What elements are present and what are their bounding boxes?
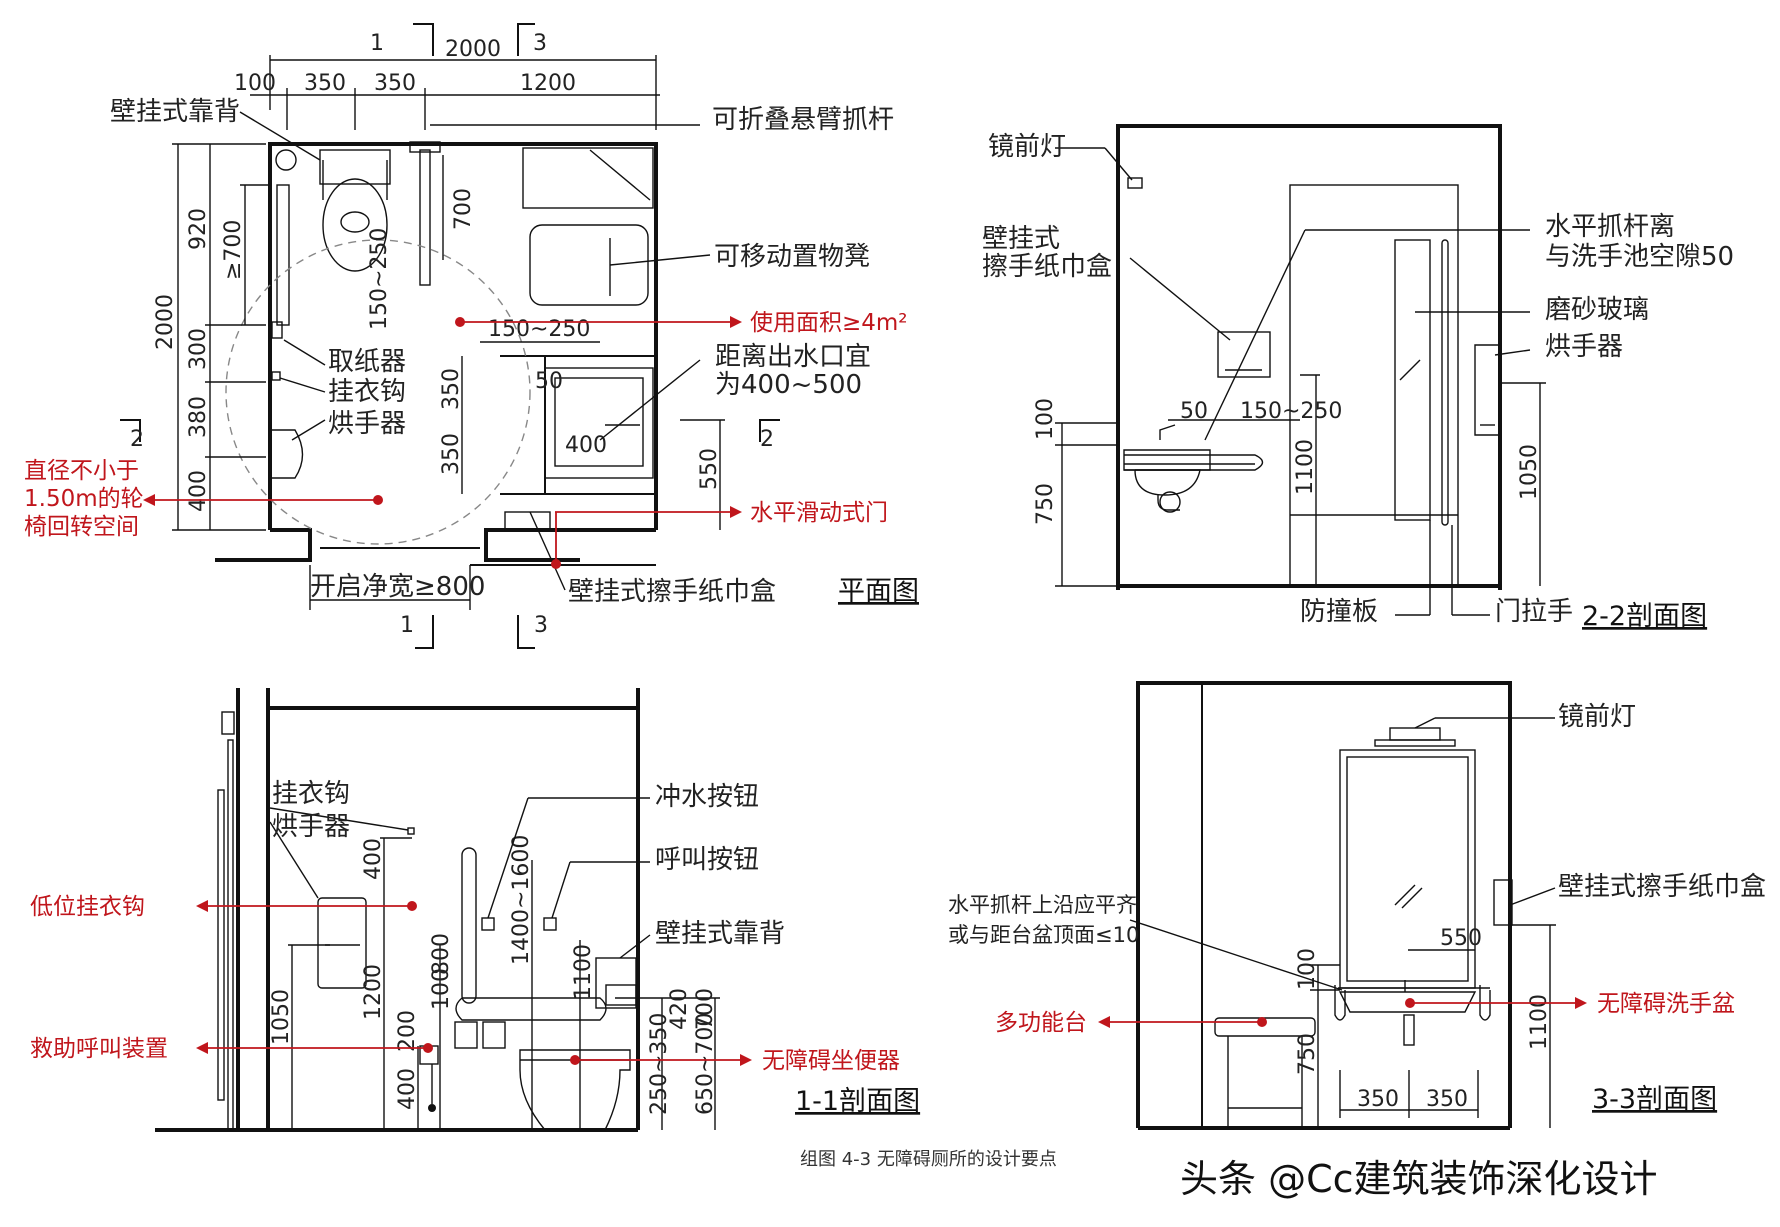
section-2-2: 100 750 1100 1050 50 150~250 镜前灯 壁挂式 擦手纸… [982, 124, 1734, 632]
plan-title: 平面图 [838, 576, 919, 607]
section-3-3: 550 100 750 1100 350 350 镜前灯 壁挂式擦手纸巾盒 水平… [948, 681, 1766, 1130]
plan-section-mark-3-bottom: 3 [534, 613, 548, 638]
s11-dim-650-700: 650~700 [693, 1013, 718, 1115]
s22-dim-100: 100 [1033, 398, 1058, 440]
s22-dim-1100: 1100 [1293, 439, 1318, 495]
s33-title: 3-3剖面图 [1592, 1084, 1717, 1115]
section-1-1: 1050 400 1200 200 400 100 800 1400~1600 … [30, 688, 920, 1132]
plan-toilet [319, 149, 391, 272]
s11-label-call-button: 呼叫按钮 [655, 845, 759, 875]
plan-red-turn-2: 1.50m的轮 [24, 486, 144, 512]
plan-label-door-width: 开启净宽≥800 [310, 572, 485, 602]
s33-label-bar-top-2: 或与距台盆顶面≤10 [948, 923, 1139, 947]
s22-dim-150-250: 150~250 [1240, 399, 1342, 424]
plan-dim-h150-250: 150~250 [488, 317, 590, 342]
plan-label-outlet-1: 距离出水口宜 [715, 342, 871, 372]
s11-dim-400b: 400 [395, 1068, 420, 1110]
plan-red-turn-3: 椅回转空间 [24, 514, 139, 540]
plan-dim-1200: 1200 [520, 71, 576, 96]
s22-label-towel-box-2: 擦手纸巾盒 [982, 252, 1112, 282]
plan-label-paper: 取纸器 [328, 347, 406, 377]
plan-dim-v350a: 350 [439, 368, 464, 410]
plan-dim-overall: 2000 [445, 37, 501, 62]
plan-dim-350a: 350 [304, 71, 346, 96]
s11-dim-700: 700 [693, 988, 718, 1030]
plan-dim-v920: 920 [186, 208, 211, 250]
s22-label-bar-gap-2: 与洗手池空隙50 [1545, 242, 1734, 272]
s11-title: 1-1剖面图 [795, 1086, 920, 1117]
plan-dim-v150-250: 150~250 [367, 228, 392, 330]
plan-red-area: 使用面积≥4m² [750, 310, 908, 336]
s11-dim-400a: 400 [361, 838, 386, 880]
s11-dim-1100: 1100 [571, 944, 596, 1000]
plan-label-backrest: 壁挂式靠背 [110, 97, 240, 127]
s22-dim-750: 750 [1033, 483, 1058, 525]
plan-label-stool: 可移动置物凳 [714, 242, 870, 272]
plan-dim-v700: 700 [451, 188, 476, 230]
s22-label-frosted-glass: 磨砂玻璃 [1545, 295, 1649, 325]
plan-section-mark-1-top: 1 [370, 31, 384, 56]
plan-dim-ge700: ≥700 [221, 220, 246, 280]
plan-red-turn-1: 直径不小于 [24, 458, 139, 484]
s11-red-low-hook: 低位挂衣钩 [30, 894, 145, 920]
s33-red-basin: 无障碍洗手盆 [1597, 991, 1735, 1017]
plan-dim-v550: 550 [697, 448, 722, 490]
s11-dim-1400-1600: 1400~1600 [509, 835, 534, 965]
figure-caption: 组图 4-3 无障碍厕所的设计要点 [800, 1149, 1057, 1170]
s11-red-toilet: 无障碍坐便器 [762, 1048, 900, 1074]
plan-label-towel-box: 壁挂式擦手纸巾盒 [568, 577, 776, 607]
s22-label-bump-plate: 防撞板 [1300, 597, 1378, 627]
s33-dim-750: 750 [1295, 1033, 1320, 1075]
s22-label-towel-box-1: 壁挂式 [982, 224, 1060, 254]
s11-label-flush-button: 冲水按钮 [655, 782, 759, 812]
s33-dim-350a: 350 [1357, 1087, 1399, 1112]
s33-label-towel-box: 壁挂式擦手纸巾盒 [1558, 872, 1766, 902]
s11-dim-250-350: 250~350 [647, 1013, 672, 1115]
watermark: 头条 @Cc建筑装饰深化设计 [1180, 1157, 1658, 1201]
s11-label-dryer: 烘手器 [272, 812, 350, 842]
plan-dim-v2000: 2000 [153, 294, 178, 350]
s11-dim-420: 420 [667, 988, 692, 1030]
plan-label-dryer: 烘手器 [328, 409, 406, 439]
plan-section-mark-1-bottom: 1 [400, 613, 414, 638]
plan-dim-v350b: 350 [439, 433, 464, 475]
s22-dim-50: 50 [1180, 399, 1208, 424]
plan-red-door: 水平滑动式门 [750, 500, 888, 526]
plan-dim-v50: 50 [535, 369, 563, 394]
plan-section-mark-2-left: 2 [130, 427, 144, 452]
s11-dim-800: 800 [429, 933, 454, 975]
s11-dim-200: 200 [395, 1010, 420, 1052]
plan-dim-v380: 380 [186, 396, 211, 438]
s11-label-hook: 挂衣钩 [272, 779, 350, 809]
plan-label-outlet-2: 为400~500 [715, 370, 862, 400]
s11-dim-1200: 1200 [361, 964, 386, 1020]
s22-label-dryer: 烘手器 [1545, 332, 1623, 362]
plan-dim-350b: 350 [374, 71, 416, 96]
plan-dim-v300: 300 [186, 328, 211, 370]
s22-label-mirror-light: 镜前灯 [988, 132, 1066, 162]
plan-dim-h400: 400 [565, 433, 607, 458]
s11-red-rescue-call: 救助呼叫装置 [30, 1036, 168, 1062]
plan-label-fold-bar: 可折叠悬臂抓杆 [712, 105, 894, 135]
s22-label-bar-gap-1: 水平抓杆离 [1545, 212, 1675, 242]
s11-dim-100: 100 [429, 968, 454, 1010]
s33-dim-350b: 350 [1426, 1087, 1468, 1112]
plan-dim-100: 100 [234, 71, 276, 96]
plan-dim-v400: 400 [186, 470, 211, 512]
s22-title: 2-2剖面图 [1582, 601, 1707, 632]
s33-label-bar-top-1: 水平抓杆上沿应平齐 [948, 893, 1137, 917]
plan-section-mark-2-right: 2 [760, 427, 774, 452]
plan-view: 2000 100 350 350 1200 1 3 1 3 2 2 2000 9… [24, 23, 919, 649]
s33-label-mirror-light: 镜前灯 [1558, 702, 1636, 732]
plan-label-hook: 挂衣钩 [328, 377, 406, 407]
plan-section-mark-3-top: 3 [533, 31, 547, 56]
s11-label-backrest: 壁挂式靠背 [655, 919, 785, 949]
s22-dim-1050: 1050 [1517, 444, 1542, 500]
s33-dim-100: 100 [1295, 948, 1320, 990]
s33-red-counter: 多功能台 [995, 1010, 1087, 1036]
s22-label-door-handle: 门拉手 [1495, 597, 1573, 627]
s33-dim-550: 550 [1440, 926, 1482, 951]
s11-dim-1050: 1050 [269, 989, 294, 1045]
